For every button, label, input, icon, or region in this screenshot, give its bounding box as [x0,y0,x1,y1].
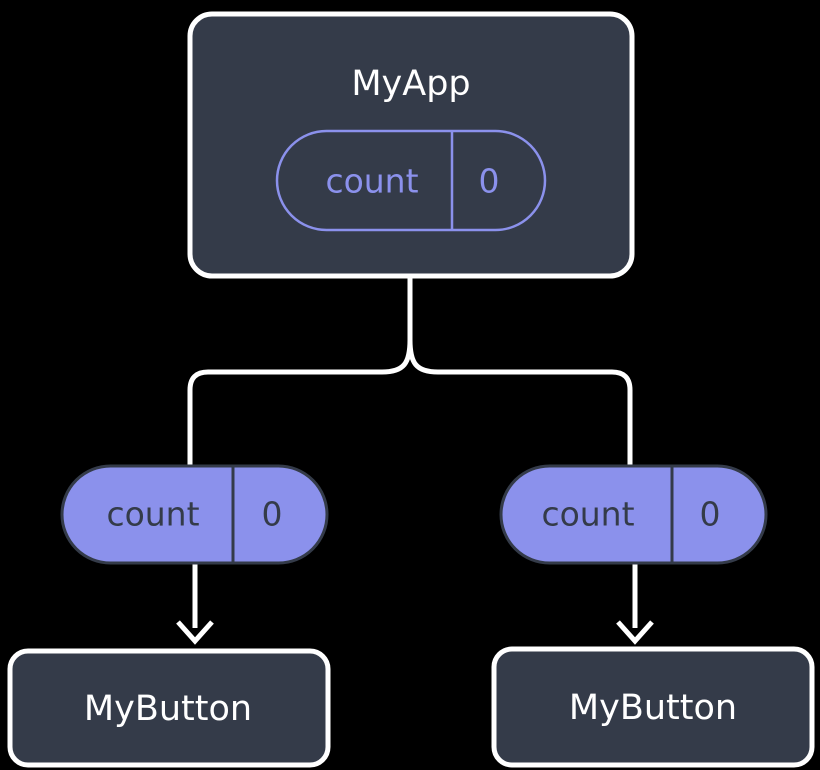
node-myapp-title: MyApp [351,64,470,104]
state-pill-root-value: 0 [479,162,500,201]
node-mybutton-left[interactable]: MyButton [7,648,331,768]
state-pill-right-key: count [541,495,634,534]
state-pill-left[interactable]: count 0 [60,464,329,565]
state-pill-root[interactable]: count 0 [275,129,547,232]
node-mybutton-right[interactable]: MyButton [491,646,815,768]
state-pill-left-value: 0 [262,495,283,534]
state-pill-root-key: count [325,162,418,201]
state-pill-left-key: count [106,495,199,534]
node-mybutton-left-title: MyButton [84,689,252,729]
node-mybutton-left-box[interactable] [7,648,331,768]
state-pill-right[interactable]: count 0 [499,464,768,565]
node-myapp[interactable]: MyApp count 0 [187,11,635,279]
node-mybutton-right-box[interactable] [491,646,815,768]
connector-branch-right [407,339,633,466]
state-pill-right-shape[interactable] [499,464,768,565]
arrow-left-head [176,620,214,645]
state-pill-left-shape[interactable] [60,464,329,565]
node-myapp-box[interactable] [187,11,635,279]
connector-group [176,276,654,645]
arrow-right-head [616,620,654,645]
connector-branch-left [187,339,413,466]
node-mybutton-right-title: MyButton [569,688,737,728]
state-pill-root-shape[interactable] [275,129,547,232]
state-pill-right-value: 0 [700,495,721,534]
